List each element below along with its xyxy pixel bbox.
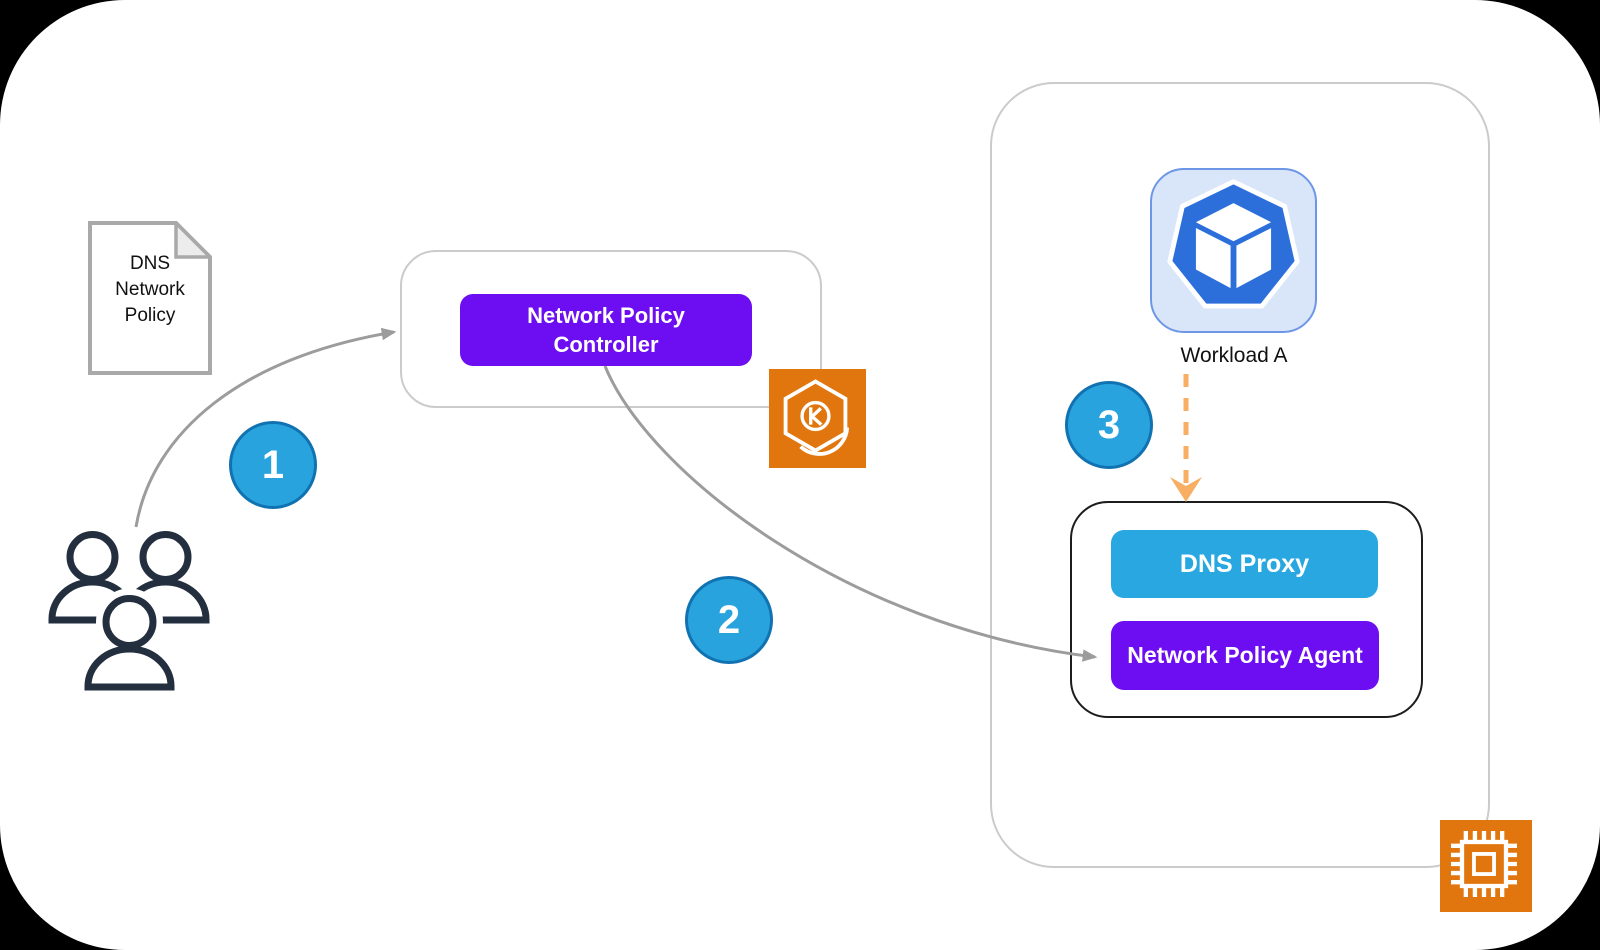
compute-chip-icon <box>1440 820 1532 912</box>
dns-proxy-box: DNS Proxy <box>1111 530 1378 598</box>
cpu-chip-icon <box>1451 831 1517 897</box>
users-icon <box>48 531 210 697</box>
cube-heptagon-icon <box>1167 179 1300 309</box>
step-3-number: 3 <box>1097 402 1121 447</box>
eks-hexagon-k-icon <box>783 379 850 456</box>
workload-a-label: Workload A <box>1180 344 1288 367</box>
step-1-number: 1 <box>261 442 285 487</box>
network-policy-agent-box: Network Policy Agent <box>1111 621 1379 690</box>
workload-a-icon <box>1150 168 1317 333</box>
network-policy-controller-box: Network Policy Controller <box>460 294 752 366</box>
document-icon <box>88 218 215 375</box>
step-2-number: 2 <box>717 597 741 642</box>
step-badge-3: 3 <box>1065 381 1153 469</box>
step-badge-1: 1 <box>229 421 317 509</box>
dns-network-policy-document: DNS Network Policy <box>88 218 215 375</box>
step-badge-2: 2 <box>685 576 773 664</box>
document-label: DNS Network Policy <box>115 253 185 326</box>
eks-kubernetes-icon <box>769 369 866 468</box>
